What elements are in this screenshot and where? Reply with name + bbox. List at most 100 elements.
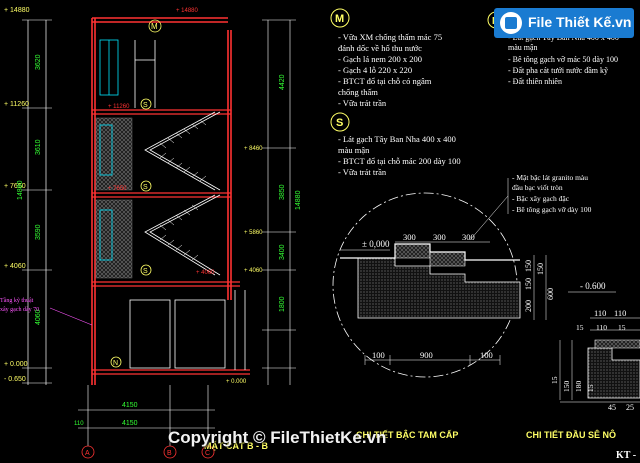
dim-bottom-3: 110	[74, 421, 84, 427]
title-steps: CHI TIẾT BẬC TAM CẤP	[356, 429, 458, 440]
level-right-8460: + 8460	[244, 146, 263, 152]
level-l2-left: + 7650	[4, 183, 26, 190]
dim-right-total: 14880	[295, 190, 302, 210]
legend-m-line-7: - Vữa trát trần	[338, 98, 387, 108]
step-note-1: - Mặt bậc lát granito màu	[512, 173, 588, 182]
step-note-3: - Bậc xây gạch đặc	[512, 194, 570, 203]
legend-m-line-3: - Gạch lá nem 200 x 200	[338, 54, 422, 64]
level-top-left: + 14880	[4, 7, 30, 14]
sheet-code: KT -	[616, 450, 636, 461]
section-view: + 14880 + 11260 + 7650 + 4060 + 0.000 - …	[0, 7, 302, 459]
dim-left-1: 3620	[35, 54, 42, 70]
legend-m-line-5: - BTCT đổ tại chỗ có ngâm	[338, 76, 432, 86]
step-level-neg: - 0.600	[580, 281, 606, 291]
title-section: MẶT CẮT B - B	[204, 441, 268, 451]
marker-s-3: S	[140, 264, 152, 276]
logo-text: File Thiết Kế.vn	[528, 14, 632, 30]
step-total: 600	[546, 288, 555, 300]
pillar-side-1: 150	[562, 381, 571, 393]
legend-m-line-6: chống thấm	[338, 87, 378, 97]
pillar-side-2: 15	[550, 376, 559, 384]
pillar-top-2: 110	[614, 308, 626, 318]
dim-left-2: 3610	[35, 139, 42, 155]
level-base-left: + 0.000	[4, 361, 28, 368]
level-l2-mid: + 7650	[108, 186, 127, 192]
step-note-2: đầu bạc viốt tròn	[512, 183, 563, 192]
legend-m: M - Vữa XM chống thấm mác 75 đánh dốc về…	[330, 8, 442, 108]
step-bot-mid: 900	[420, 350, 433, 360]
step-tread-3: 300	[462, 232, 475, 242]
level-right-0000: + 0.000	[226, 379, 247, 385]
pillar-side-5: 180	[574, 381, 583, 393]
title-pillar: CHI TIẾT ĐẦU SÊ NÔ	[526, 429, 616, 440]
wall-note-2: xây gạch dày 70	[0, 307, 39, 313]
dim-right-4: 1800	[279, 296, 286, 312]
dim-left-4: 4060	[35, 309, 42, 325]
marker-s-1: S	[140, 98, 152, 110]
svg-text:A: A	[85, 450, 90, 457]
level-l1-left: + 4060	[4, 263, 26, 270]
axis-a: A	[81, 445, 95, 459]
legend-m-line-4: - Gạch 4 lỗ 220 x 220	[338, 65, 412, 75]
pillar-side-6: 15	[586, 384, 595, 392]
pillar-b2: 25	[626, 403, 634, 412]
legend-n-line-5: - Đất thiên nhiên	[508, 77, 562, 86]
step-total-h: 150	[536, 263, 545, 275]
pillar-mid-2: 110	[596, 323, 607, 332]
step-tread-2: 300	[433, 232, 446, 242]
step-note-4: - Bê tông gạch vỡ dày 100	[512, 205, 592, 214]
dim-bottom-1: 4150	[122, 402, 138, 409]
pillar-b1: 45	[608, 403, 616, 412]
step-riser-1: 150	[524, 260, 533, 272]
svg-text:S: S	[143, 102, 148, 109]
step-bot-right: 100	[480, 350, 493, 360]
legend-s-line-3: - BTCT đổ tại chỗ mác 200 dày 100	[338, 156, 461, 166]
legend-s: S - Lát gạch Tây Ban Nha 400 x 400 màu m…	[330, 112, 461, 177]
marker-m-section: M	[148, 19, 162, 33]
level-l3-left: + 11260	[4, 101, 29, 108]
legend-s-line-4: - Vữa trát trần	[338, 167, 387, 177]
dim-left-3: 3590	[35, 224, 42, 240]
dim-left-total: 14880	[17, 180, 24, 200]
legend-n-line-2: màu mận	[508, 43, 538, 52]
svg-text:S: S	[143, 268, 148, 275]
axis-b: B	[163, 445, 177, 459]
wall-note-1: Tầng kỹ thuật	[0, 297, 34, 304]
axis-c: C	[201, 445, 215, 459]
legend-n-line-3: - Bê tông gạch vỡ mác 50 dày 100	[508, 55, 618, 64]
svg-text:S: S	[336, 117, 343, 129]
dim-right-1: 4420	[279, 74, 286, 90]
level-ground-left: - 0.650	[4, 376, 26, 383]
legend-m-line-2: đánh dốc về hố thu nước	[338, 43, 422, 53]
svg-text:C: C	[205, 450, 210, 457]
step-tread-1: 300	[403, 232, 416, 242]
step-detail: 300 300 300 ± 0,000 - 0.600 150 150 200 …	[332, 173, 616, 440]
pillar-detail: 110 110 15 110 15 150 15 180 15 45 25 CH…	[526, 308, 640, 461]
step-level-0: ± 0,000	[362, 239, 390, 249]
legend-n-line-4: - Đất pha cát tưới nước đầm kỹ	[508, 66, 608, 75]
marker-n: N	[110, 356, 122, 368]
dim-right-3: 3400	[279, 244, 286, 260]
svg-text:B: B	[167, 450, 172, 457]
step-riser-2: 150	[524, 278, 533, 290]
level-right-4060: + 4060	[244, 268, 263, 274]
site-logo[interactable]: File Thiết Kế.vn	[494, 8, 634, 38]
dim-right-2: 3850	[279, 184, 286, 200]
logo-icon	[500, 12, 522, 34]
legend-m-line-1: - Vữa XM chống thấm mác 75	[338, 32, 442, 42]
step-riser-3: 200	[524, 300, 533, 312]
dim-bottom-2: 4150	[122, 420, 138, 427]
pillar-top-1: 110	[594, 308, 606, 318]
svg-text:M: M	[151, 22, 158, 31]
svg-text:N: N	[113, 360, 118, 367]
pillar-mid-3: 15	[618, 323, 626, 332]
legend-s-line-2: màu mận	[338, 145, 370, 155]
svg-text:M: M	[335, 13, 344, 25]
pillar-mid-1: 15	[576, 323, 584, 332]
level-top-mid: + 14880	[176, 8, 199, 14]
level-l1-mid: + 4060	[196, 270, 215, 276]
svg-text:S: S	[143, 184, 148, 191]
level-right-5860: + 5860	[244, 230, 263, 236]
step-bot-left: 100	[372, 350, 385, 360]
